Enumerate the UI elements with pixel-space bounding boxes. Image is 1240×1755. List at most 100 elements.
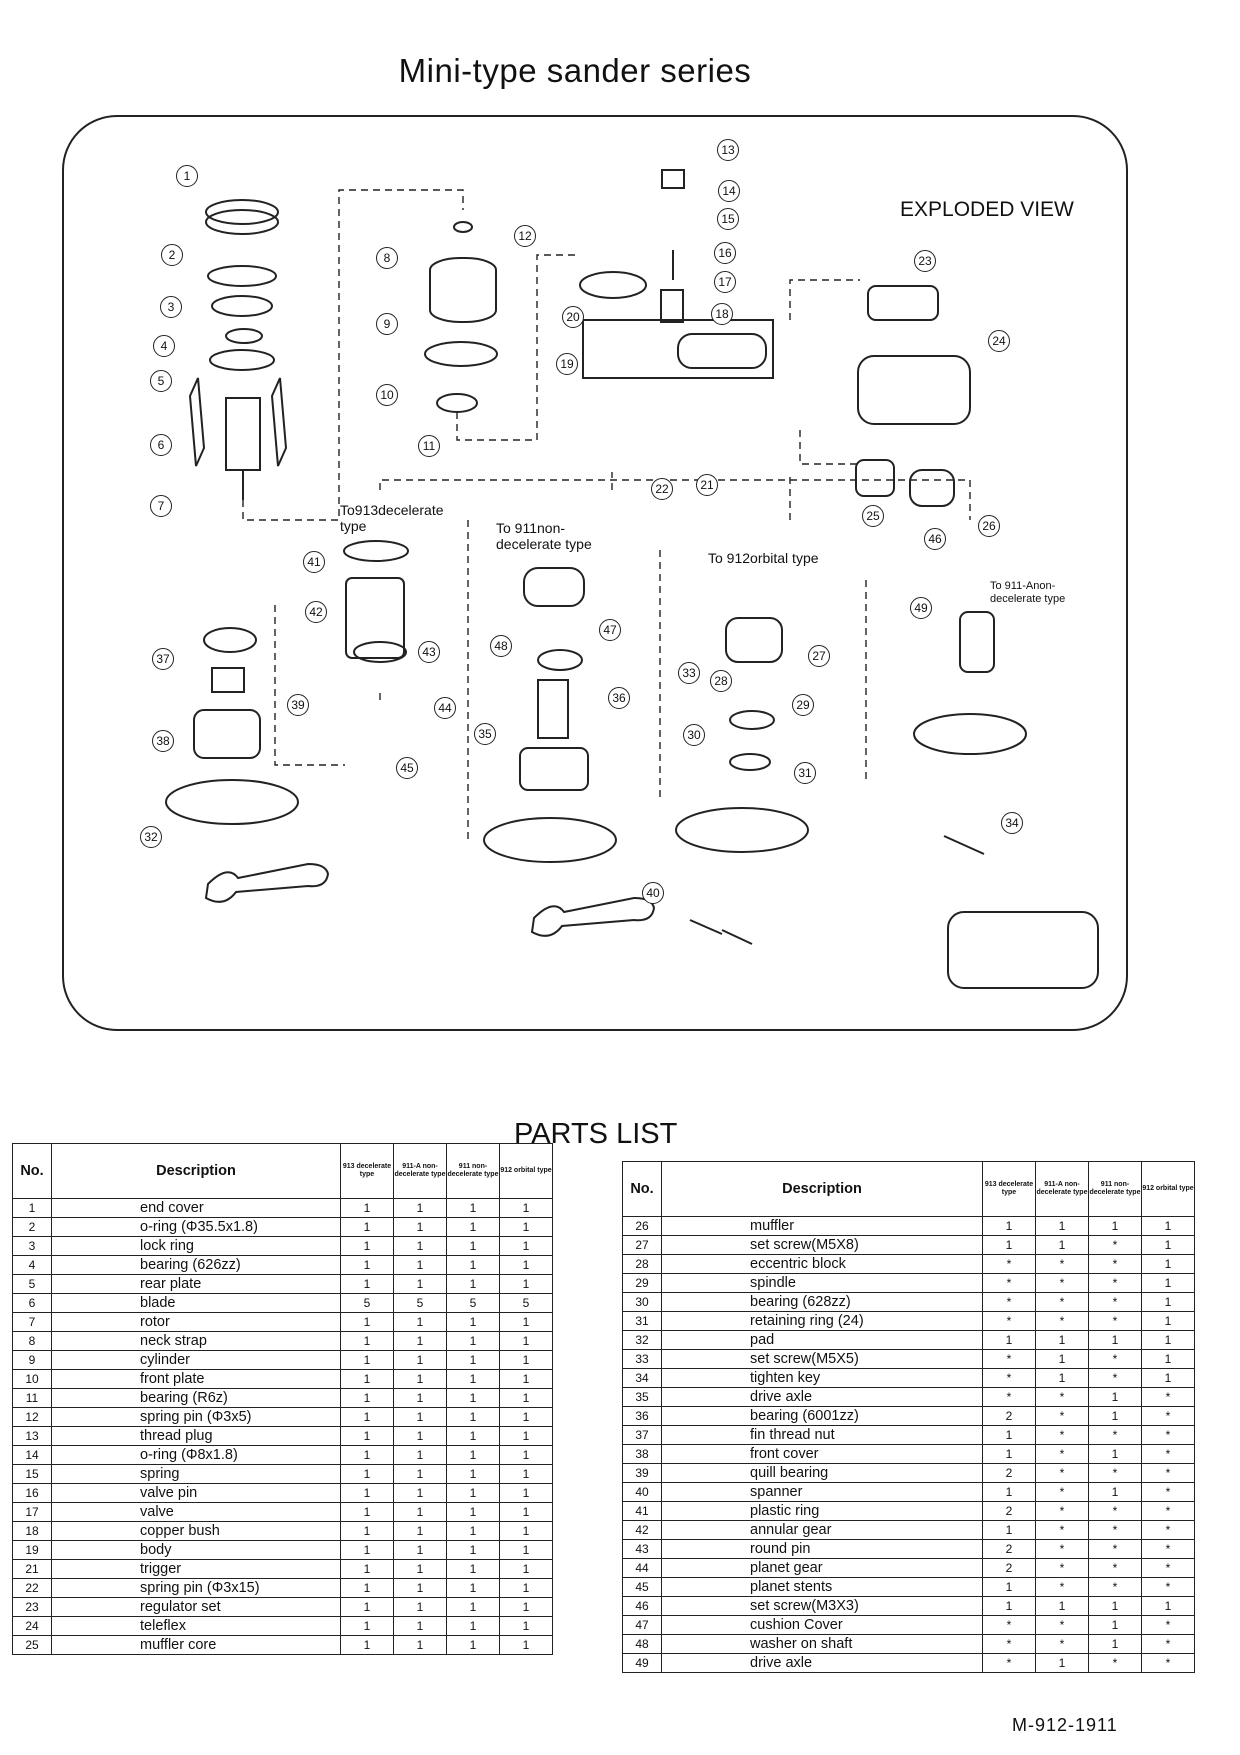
callout-41: 41 <box>303 551 325 573</box>
qty-913: 1 <box>340 1635 394 1655</box>
callout-23: 23 <box>914 250 936 272</box>
part-description: spanner <box>661 1482 983 1502</box>
part-number: 39 <box>622 1463 662 1483</box>
qty-912: * <box>1141 1387 1195 1407</box>
part-number: 44 <box>622 1558 662 1578</box>
qty-912: * <box>1141 1634 1195 1654</box>
part-description: set screw(M3X3) <box>661 1596 983 1616</box>
part-number: 22 <box>12 1578 52 1598</box>
qty-912: 1 <box>499 1464 553 1484</box>
qty-913: 2 <box>982 1463 1036 1483</box>
qty-913: * <box>982 1292 1036 1312</box>
qty-911: 1 <box>446 1331 500 1351</box>
qty-913: 1 <box>982 1444 1036 1464</box>
callout-14: 14 <box>718 180 740 202</box>
part-number: 1 <box>12 1198 52 1218</box>
qty-913: 1 <box>340 1483 394 1503</box>
qty-912: * <box>1141 1444 1195 1464</box>
qty-911: * <box>1088 1558 1142 1578</box>
part-description: washer on shaft <box>661 1634 983 1654</box>
qty-913: 1 <box>340 1426 394 1446</box>
qty-913: 1 <box>340 1388 394 1408</box>
callout-28: 28 <box>710 670 732 692</box>
part-description: annular gear <box>661 1520 983 1540</box>
part-number: 40 <box>622 1482 662 1502</box>
callout-20: 20 <box>562 306 584 328</box>
neck-strap-drawing <box>453 221 473 233</box>
qty-911a: 1 <box>393 1198 447 1218</box>
qty-912: 1 <box>1141 1235 1195 1255</box>
header-no: No. <box>622 1161 662 1217</box>
qty-911: 1 <box>1088 1615 1142 1635</box>
qty-911a: * <box>1035 1444 1089 1464</box>
qty-912: 1 <box>499 1426 553 1446</box>
part-description: end cover <box>51 1198 341 1218</box>
qty-911: * <box>1088 1235 1142 1255</box>
part-description: muffler core <box>51 1635 341 1655</box>
qty-912: 1 <box>499 1559 553 1579</box>
qty-913: * <box>982 1634 1036 1654</box>
part-description: front plate <box>51 1369 341 1389</box>
callout-2: 2 <box>161 244 183 266</box>
qty-911: 1 <box>1088 1444 1142 1464</box>
qty-911: * <box>1088 1653 1142 1673</box>
qty-912: 1 <box>499 1217 553 1237</box>
qty-911: * <box>1088 1311 1142 1331</box>
part-description: spring pin (Φ3x5) <box>51 1407 341 1427</box>
qty-911a: * <box>1035 1425 1089 1445</box>
qty-913: * <box>982 1615 1036 1635</box>
qty-911a: * <box>1035 1558 1089 1578</box>
qty-913: 1 <box>340 1540 394 1560</box>
qty-911a: 1 <box>393 1426 447 1446</box>
sander-photo-drawing <box>947 911 1099 989</box>
qty-913: * <box>982 1349 1036 1369</box>
qty-911a: 1 <box>393 1559 447 1579</box>
qty-911a: 1 <box>393 1236 447 1256</box>
eccentric-drawing <box>725 617 783 663</box>
front-cover-drawing <box>193 709 261 759</box>
qty-911a: 1 <box>1035 1596 1089 1616</box>
qty-913: 2 <box>982 1501 1036 1521</box>
part-description: set screw(M5X5) <box>661 1349 983 1369</box>
part-number: 28 <box>622 1254 662 1274</box>
qty-913: 1 <box>340 1274 394 1294</box>
part-number: 15 <box>12 1464 52 1484</box>
spanner-drawing <box>204 862 330 903</box>
part-number: 8 <box>12 1331 52 1351</box>
qty-911: 1 <box>446 1217 500 1237</box>
callout-48: 48 <box>490 635 512 657</box>
muffler-drawing <box>909 469 955 507</box>
lock-ring-drawing <box>211 295 273 317</box>
part-description: plastic ring <box>661 1501 983 1521</box>
qty-911: * <box>1088 1577 1142 1597</box>
callout-46: 46 <box>924 528 946 550</box>
qty-911a: 1 <box>393 1217 447 1237</box>
part-description: o-ring (Φ8x1.8) <box>51 1445 341 1465</box>
part-number: 32 <box>622 1330 662 1350</box>
qty-911a: 1 <box>1035 1216 1089 1236</box>
qty-911: 1 <box>446 1597 500 1617</box>
bearing-36-drawing <box>353 641 407 663</box>
qty-912: 1 <box>499 1635 553 1655</box>
qty-911: 1 <box>446 1312 500 1332</box>
part-number: 14 <box>12 1445 52 1465</box>
qty-913: 1 <box>340 1312 394 1332</box>
qty-912: * <box>1141 1539 1195 1559</box>
qty-911a: 1 <box>393 1407 447 1427</box>
qty-913: 5 <box>340 1293 394 1313</box>
part-number: 46 <box>622 1596 662 1616</box>
